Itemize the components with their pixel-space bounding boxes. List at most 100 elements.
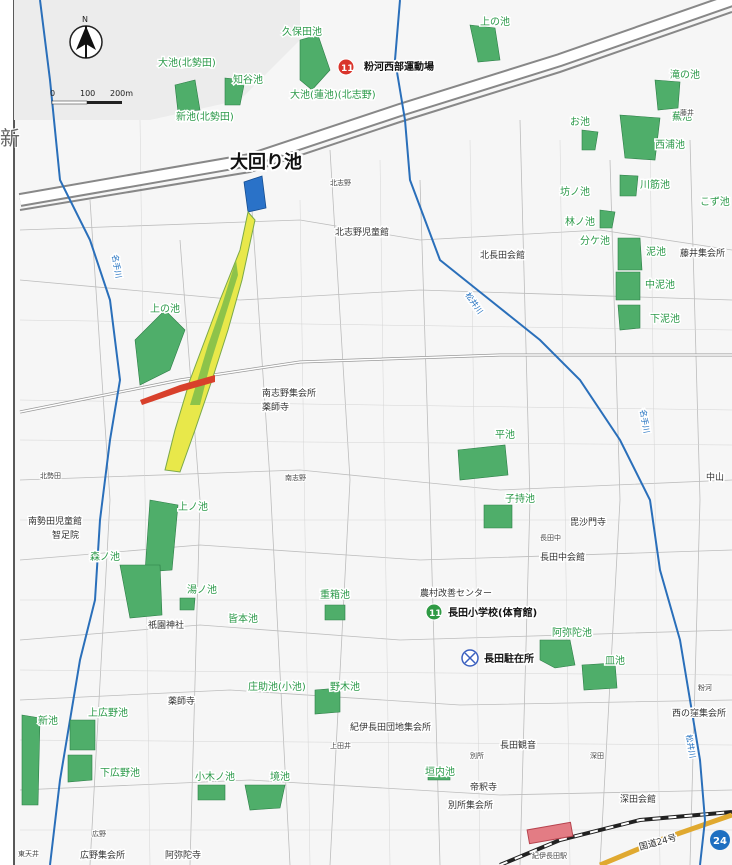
small-label: 南志野 — [285, 473, 306, 482]
place-label: 薬師寺 — [168, 695, 195, 707]
pond — [457, 444, 509, 481]
facility-label: 長田駐在所 — [484, 652, 534, 665]
place-labels: 北志野児童館 北長田会館 南志野集会所 薬師寺 南勢田児童館 智足院 毘沙門寺 … — [27, 225, 728, 863]
pond — [617, 237, 643, 271]
hazard-zone — [140, 210, 256, 473]
pond-label: 久保田池 — [282, 25, 322, 38]
pond-label: 重箱池 — [320, 588, 350, 601]
pond — [581, 129, 599, 151]
place-label: 北長田会館 — [480, 249, 525, 261]
pond-label: 垣内池 — [425, 765, 455, 778]
pond-label: 蕪池 — [672, 110, 692, 123]
pond-label: 川筋池 — [640, 178, 670, 191]
place-label: 農村改善センター — [420, 587, 492, 599]
place-label: 紀伊長田団地集会所 — [350, 721, 431, 733]
pond-label: 滝の池 — [670, 68, 700, 81]
national-route — [599, 812, 732, 865]
pond-label: 庄助池(小池) — [248, 680, 306, 693]
pond — [617, 304, 641, 331]
pond — [67, 754, 93, 783]
pond — [619, 114, 661, 161]
pond — [134, 309, 186, 386]
place-label: 南勢田児童館 — [28, 515, 82, 527]
small-label: 別所 — [470, 751, 484, 760]
small-label: 北勢田 — [40, 471, 61, 480]
route-number: 24 — [713, 836, 727, 847]
place-label: 西の窪集会所 — [672, 707, 726, 719]
small-label: 藤井 — [680, 108, 694, 117]
pond — [324, 604, 346, 621]
place-label: 広野集会所 — [80, 849, 125, 861]
place-label: 深田会館 — [620, 793, 656, 805]
pond — [244, 784, 286, 811]
scale-label-200m: 200m — [110, 89, 133, 98]
main-road-inner — [19, 354, 732, 413]
place-label: 南志野集会所 — [262, 387, 316, 399]
place-label: 中山 — [706, 471, 724, 483]
pond-label: 大池(蓮池)(北志野) — [290, 88, 376, 101]
station[interactable]: 紀伊長田駅 — [526, 821, 574, 861]
pond — [179, 597, 196, 611]
pond — [599, 209, 616, 229]
target-pond — [243, 175, 267, 213]
facility-number: 11 — [429, 609, 442, 619]
pond-label: 上広野池 — [88, 706, 128, 719]
pond-labels: 久保田池 上の池 大池(北勢田) 知谷池 大池(蓮池)(北志野) 新池(北勢田)… — [37, 14, 732, 785]
place-label: 智足院 — [52, 529, 79, 541]
pond-label: 湯ノ池 — [187, 583, 217, 596]
pond — [581, 662, 618, 691]
pond-label: 中泥池 — [645, 278, 675, 291]
pond — [174, 79, 201, 113]
small-label: 粉河 — [698, 683, 712, 692]
facility-police-box[interactable]: 長田駐在所 — [461, 649, 536, 667]
small-label: 広野 — [92, 829, 106, 838]
pond-label: 西浦池 — [655, 138, 685, 151]
map-title: 大回り池 — [230, 151, 302, 173]
pond — [314, 687, 341, 715]
railway-dash — [499, 811, 732, 865]
pond-label: 大池(北勢田) — [158, 56, 216, 69]
ponds — [21, 24, 681, 811]
pond-label: 上の池 — [150, 302, 180, 315]
facility-school-gym[interactable]: 11 長田小学校(体育館) — [425, 603, 539, 621]
facility-number: 11 — [341, 64, 354, 74]
place-label: 阿弥陀寺 — [165, 849, 201, 861]
north-arrow: N — [69, 15, 103, 59]
place-label: 別所集会所 — [448, 799, 493, 811]
pond-label: 皆本池 — [228, 612, 258, 625]
pond-label: 上ノ池 — [178, 500, 208, 513]
pond-label: 泥池 — [646, 245, 666, 258]
pond-label: 平池 — [495, 428, 515, 441]
pond-label: こず池 — [700, 195, 730, 208]
place-label: 藤井集会所 — [680, 247, 725, 259]
pond — [469, 24, 501, 63]
scale-label-0: 0 — [50, 89, 55, 98]
map-margin — [0, 0, 14, 865]
pond-label: 境池 — [270, 770, 290, 783]
pond — [69, 719, 96, 751]
expressway-shoulder — [19, 11, 732, 211]
place-label: 長田中会館 — [540, 551, 585, 563]
small-label: 深田 — [590, 751, 604, 760]
pond-label: 分ケ池 — [580, 234, 610, 247]
facility-label: 長田小学校(体育館) — [448, 606, 537, 619]
pond — [483, 504, 513, 529]
pond — [299, 34, 331, 91]
pond-label: 子持池 — [505, 492, 535, 505]
expressway-inner — [19, 0, 732, 205]
facility-sports-ground[interactable]: 11 粉河西部運動場 — [337, 58, 436, 76]
pond — [615, 271, 641, 301]
pond-label: 皿池 — [605, 654, 625, 667]
place-label: 帝釈寺 — [470, 781, 497, 793]
place-label: 薬師寺 — [262, 401, 289, 413]
pond-label: 下泥池 — [650, 312, 680, 325]
pond-label: 小木ノ池 — [195, 770, 235, 783]
pond — [654, 79, 681, 111]
pond-label: 林ノ池 — [565, 215, 595, 228]
pond — [119, 564, 163, 619]
pond-label: 阿弥陀池 — [552, 626, 592, 639]
pond-label: 新池(北勢田) — [176, 110, 234, 123]
